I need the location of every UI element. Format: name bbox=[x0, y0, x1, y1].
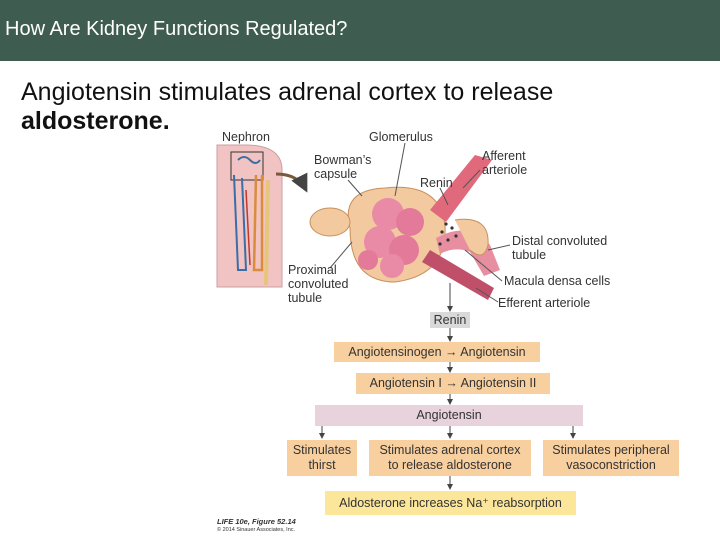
zoom-arrow bbox=[275, 172, 308, 193]
slide-subtitle: Angiotensin stimulates adrenal cortex to… bbox=[21, 78, 661, 136]
label-distal-tubule: Distal convoluted tubule bbox=[512, 234, 608, 262]
label-proximal-tubule: Proximal convoluted tubule bbox=[288, 263, 349, 305]
title-bar: How Are Kidney Functions Regulated? bbox=[0, 0, 720, 61]
label-efferent-arteriole: Efferent arteriole bbox=[498, 296, 591, 310]
label-renin: Renin bbox=[420, 176, 453, 190]
flow-renin: Renin bbox=[430, 312, 470, 328]
label-afferent-arteriole: Afferent arteriole bbox=[482, 149, 528, 177]
flow-angiotensin1-to-angiotensin2: Angiotensin I → Angiotensin II bbox=[356, 373, 550, 394]
credit-line-1: LIFE 10e, Figure 52.14 bbox=[217, 517, 296, 526]
label-nephron: Nephron bbox=[222, 130, 270, 144]
flow-stimulates-thirst: Stimulates thirst bbox=[287, 440, 357, 476]
flow-aldosterone-reabsorption: Aldosterone increases Na⁺ reabsorption bbox=[325, 491, 576, 515]
leader-lines bbox=[329, 142, 511, 303]
nephron-thumbnail bbox=[216, 144, 283, 288]
credit-line-2: © 2014 Sinauer Associates, Inc. bbox=[217, 527, 296, 533]
flow-arrows bbox=[319, 283, 576, 490]
label-glomerulus: Glomerulus bbox=[369, 130, 433, 144]
subtitle-line-1: Angiotensin stimulates adrenal cortex to… bbox=[21, 78, 554, 106]
flow-stimulates-adrenal: Stimulates adrenal cortex to release ald… bbox=[369, 440, 531, 476]
glomerulus-illustration bbox=[309, 155, 500, 300]
flow-stimulates-vasoconstriction: Stimulates peripheral vasoconstriction bbox=[543, 440, 679, 476]
subtitle-line-2: aldosterone. bbox=[21, 107, 170, 135]
flow-angiotensinogen-to-angiotensin: Angiotensinogen → Angiotensin bbox=[334, 342, 540, 362]
flow-angiotensin: Angiotensin bbox=[315, 405, 583, 426]
label-macula-densa: Macula densa cells bbox=[504, 274, 611, 288]
label-bowmans-capsule: Bowman’s capsule bbox=[314, 153, 372, 181]
figure-credit: LIFE 10e, Figure 52.14 © 2014 Sinauer As… bbox=[217, 517, 296, 535]
slide-title: How Are Kidney Functions Regulated? bbox=[5, 18, 348, 40]
